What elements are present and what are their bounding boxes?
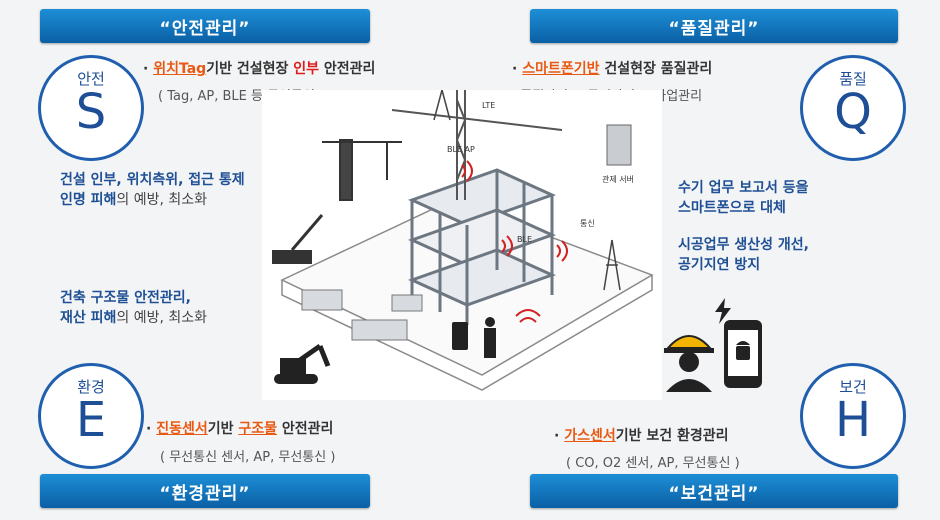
health-circle-label: 보건 — [839, 378, 867, 396]
highlight-text: 진동센서 — [156, 421, 208, 437]
server-icon — [606, 124, 632, 166]
note-line: 시공업무 생산성 개선, — [678, 237, 809, 253]
bullet: · — [554, 428, 560, 444]
android-smartphone-icon — [724, 320, 762, 388]
note-line: 공기지연 방지 — [678, 257, 761, 273]
highlight-red-text: 인부 — [293, 61, 319, 77]
right-note-1: 수기 업무 보고서 등을 스마트폰으로 대체 — [678, 178, 809, 218]
note-line: 건축 구조물 안전관리, — [60, 290, 191, 306]
note-line: 인명 피해의 예방, 최소화 — [60, 190, 245, 210]
safety-circle: 안전 S — [38, 55, 144, 161]
health-circle: 보건 H — [800, 363, 906, 469]
mobile-crane-icon — [272, 214, 324, 264]
highlight-text: 가스센서 — [564, 428, 616, 444]
ble-label: BLE — [517, 235, 532, 244]
worker-icon — [484, 317, 496, 358]
headline-text: 안전관리 — [277, 421, 334, 437]
quality-circle-label: 품질 — [839, 70, 867, 88]
note-line: 수기 업무 보고서 등을 — [678, 180, 809, 196]
note-text: 의 예방, 최소화 — [116, 192, 208, 208]
tower-crane — [391, 90, 563, 200]
ble-ap-label: BLE AP — [447, 145, 475, 154]
quality-banner: “품질관리” — [530, 9, 898, 43]
safety-headline: · 위치Tag기반 건설현장 인부 안전관리 — [143, 58, 375, 78]
safety-circle-letter: S — [75, 84, 107, 140]
safety-circle-label: 안전 — [77, 70, 105, 88]
environment-circle-letter: E — [75, 392, 107, 448]
headline-text: 건설현장 품질관리 — [599, 61, 713, 77]
left-note-2: 건축 구조물 안전관리, 재산 피해의 예방, 최소화 — [60, 288, 207, 328]
quality-circle-letter: Q — [834, 84, 872, 140]
lte-label: LTE — [482, 101, 495, 110]
smartphone-icon — [452, 322, 468, 350]
left-tower-crane — [322, 139, 402, 201]
highlight-text: 위치Tag — [153, 61, 207, 77]
highlight-text: 스마트폰기반 — [522, 61, 600, 77]
environment-circle-label: 환경 — [77, 378, 105, 396]
bullet: · — [146, 421, 152, 437]
note-line: 재산 피해의 예방, 최소화 — [60, 308, 207, 328]
environment-headline: · 진동센서기반 구조물 안전관리 — [146, 418, 333, 438]
truck-icons — [301, 289, 423, 341]
quality-circle: 품질 Q — [800, 55, 906, 161]
left-note-1: 건설 인부, 위치측위, 접근 통제 인명 피해의 예방, 최소화 — [60, 170, 245, 210]
lightning-icon — [715, 298, 731, 324]
headline-text: 기반 — [207, 421, 239, 437]
health-banner: “보건관리” — [530, 474, 898, 508]
bullet: · — [512, 61, 518, 77]
health-circle-letter: H — [834, 392, 872, 448]
comm-tower — [603, 239, 621, 291]
headline-text: 기반 보건 환경관리 — [615, 428, 729, 444]
bullet: · — [143, 61, 149, 77]
comm-label: 통신 — [580, 219, 595, 228]
right-note-2: 시공업무 생산성 개선, 공기지연 방지 — [678, 235, 809, 275]
note-text: 의 예방, 최소화 — [116, 310, 208, 326]
environment-banner: “환경관리” — [40, 474, 370, 508]
lte-tower — [433, 90, 451, 121]
note-emphasis: 인명 피해 — [60, 192, 117, 208]
excavator-icon — [274, 343, 331, 384]
note-line: 스마트폰으로 대체 — [678, 200, 786, 216]
health-headline: · 가스센서기반 보건 환경관리 — [554, 425, 729, 445]
construction-site-illustration: LTE BLE AP BLE 관제 서버 통신 — [262, 90, 662, 400]
safety-banner: “안전관리” — [40, 9, 370, 43]
helmet-worker-icon — [664, 335, 714, 392]
headline-text: 기반 건설현장 — [206, 61, 294, 77]
environment-circle: 환경 E — [38, 363, 144, 469]
building-frame — [407, 168, 557, 325]
headline-text: 안전관리 — [318, 61, 376, 77]
highlight-text: 구조물 — [238, 421, 278, 437]
note-line: 건설 인부, 위치측위, 접근 통제 — [60, 172, 245, 188]
environment-subtext: ( 무선통신 센서, AP, 무선통신 ) — [160, 450, 336, 465]
health-subtext: ( CO, O2 센서, AP, 무선통신 ) — [566, 456, 740, 471]
server-label: 관제 서버 — [602, 174, 634, 184]
note-emphasis: 재산 피해 — [60, 310, 117, 326]
site-fence — [281, 275, 653, 391]
wifi-signal-icon — [461, 160, 568, 323]
quality-headline: · 스마트폰기반 건설현장 품질관리 — [512, 58, 712, 78]
